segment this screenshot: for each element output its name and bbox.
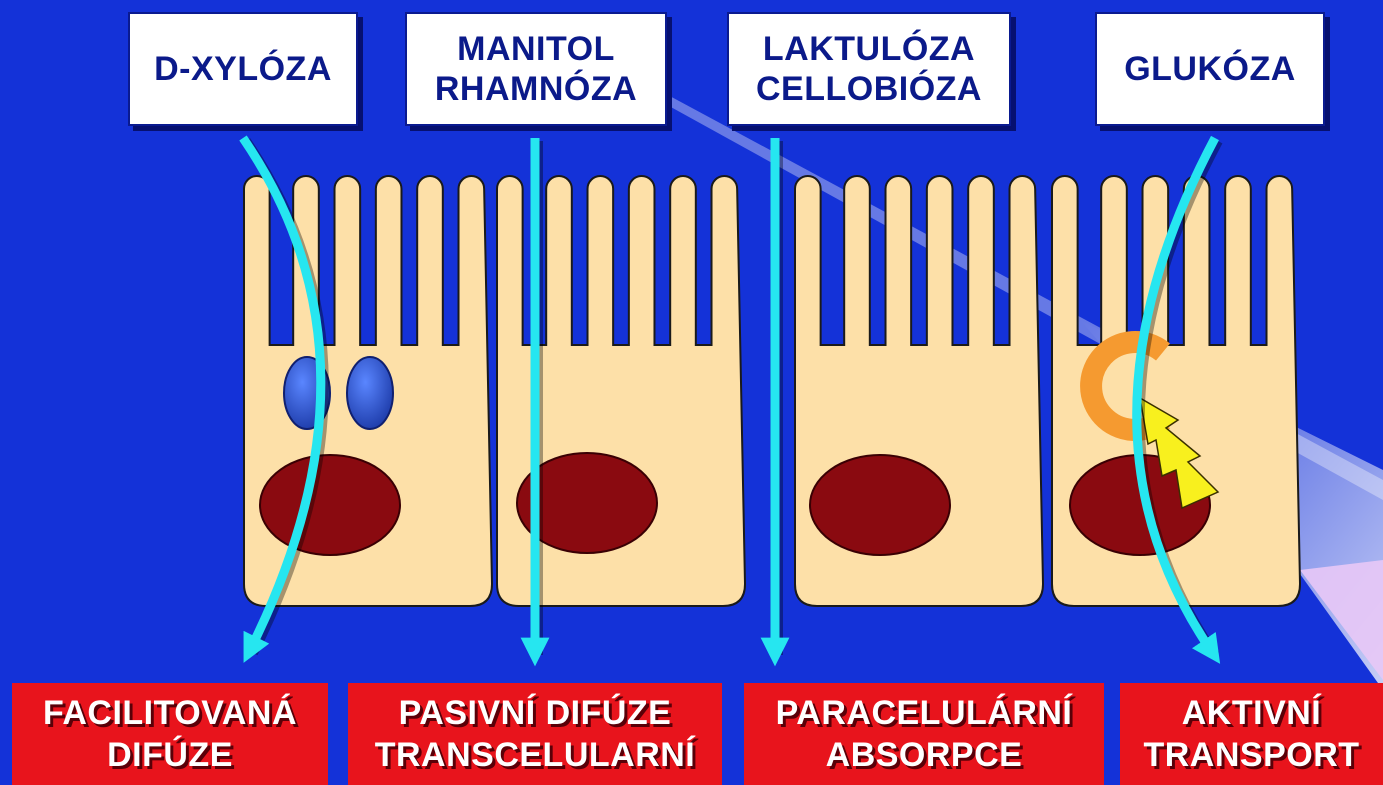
substance-label-line1: LAKTULÓZA [763,29,975,69]
transport-label-line2: ABSORPCE [826,734,1023,776]
transport-label-line1: AKTIVNÍ [1182,692,1322,734]
substance-label-line1: MANITOL [457,29,615,69]
nucleus [810,455,950,555]
substance-label-line2: CELLOBIÓZA [756,69,982,109]
transport-label-line1: PARACELULÁRNÍ [776,692,1073,734]
vesicle [347,357,393,429]
transport-label-line2: TRANSCELULARNÍ [375,734,696,776]
substance-label-laktuloza-cellobioza: LAKTULÓZA CELLOBIÓZA [727,12,1011,126]
transport-label-paracellular-absorption: PARACELULÁRNÍ ABSORPCE [744,683,1104,785]
transport-label-line2: TRANSPORT [1143,734,1359,776]
substance-label-d-xyloza: D-XYLÓZA [128,12,358,126]
substance-label-glukoza: GLUKÓZA [1095,12,1325,126]
transport-label-line1: FACILITOVANÁ [43,692,297,734]
transport-label-facilitated-diffusion: FACILITOVANÁ DIFÚZE [12,683,328,785]
substance-label-line1: D-XYLÓZA [154,49,332,89]
transport-label-line2: DIFÚZE [107,734,233,776]
substance-label-line1: GLUKÓZA [1124,49,1296,89]
transport-label-active-transport: AKTIVNÍ TRANSPORT [1120,683,1383,785]
transport-label-line1: PASIVNÍ DIFÚZE [399,692,672,734]
nucleus [260,455,400,555]
transport-label-passive-transcellular: PASIVNÍ DIFÚZE TRANSCELULARNÍ [348,683,722,785]
substance-label-line2: RHAMNÓZA [435,69,637,109]
substance-label-manitol-rhamnoza: MANITOL RHAMNÓZA [405,12,667,126]
